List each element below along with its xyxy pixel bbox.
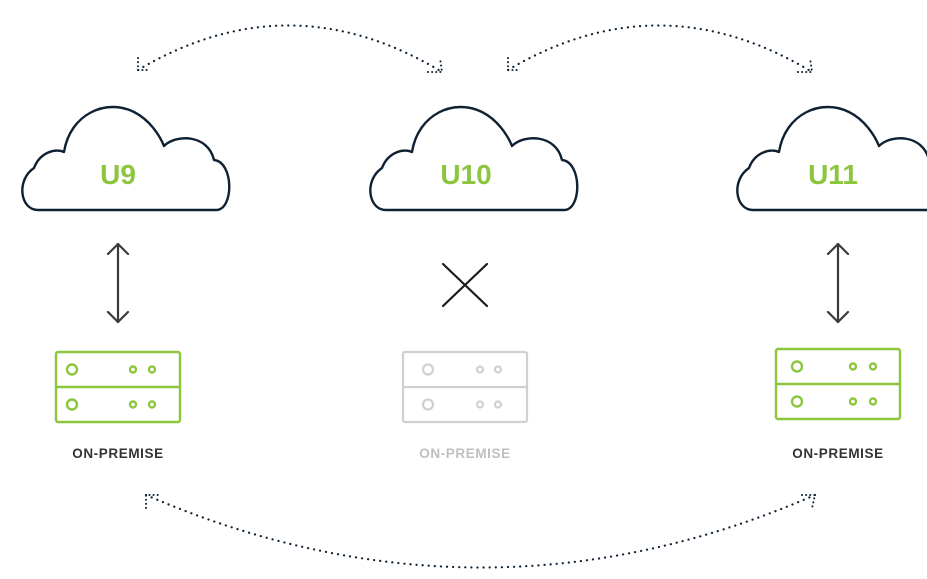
cloud-icon xyxy=(21,105,231,212)
cloud-icon xyxy=(736,105,927,212)
cloud-u10: U10 xyxy=(369,105,579,212)
arrowhead-icon xyxy=(137,57,151,71)
server-icon xyxy=(401,350,529,424)
cloud-u11: U11 xyxy=(736,105,927,212)
upgrade-arc-u10-u11 xyxy=(506,24,814,74)
arrowhead-icon xyxy=(801,494,817,509)
cloud-u9: U9 xyxy=(21,105,231,212)
arrowhead-icon xyxy=(145,494,159,509)
server-on-premise-u11: ON-PREMISE xyxy=(774,347,902,461)
cloud-icon xyxy=(369,105,579,212)
server-icon xyxy=(774,347,902,421)
upgrade-arc-u9-u11 xyxy=(144,493,817,569)
double-arrow-icon xyxy=(826,242,850,324)
arrowhead-icon xyxy=(797,57,814,73)
arrowhead-icon xyxy=(507,57,521,71)
server-label: ON-PREMISE xyxy=(72,446,164,461)
cross-icon xyxy=(441,262,489,308)
server-icon xyxy=(54,350,182,424)
server-on-premise-u10: ON-PREMISE xyxy=(401,350,529,461)
arrowhead-icon xyxy=(427,57,444,73)
cloud-label: U10 xyxy=(440,159,491,190)
upgrade-arc-u9-u10 xyxy=(136,24,444,74)
server-label: ON-PREMISE xyxy=(792,446,884,461)
double-arrow-icon xyxy=(106,242,130,324)
server-on-premise-u9: ON-PREMISE xyxy=(54,350,182,461)
cloud-label: U11 xyxy=(808,159,858,190)
server-label: ON-PREMISE xyxy=(419,446,511,461)
cloud-label: U9 xyxy=(100,159,136,190)
